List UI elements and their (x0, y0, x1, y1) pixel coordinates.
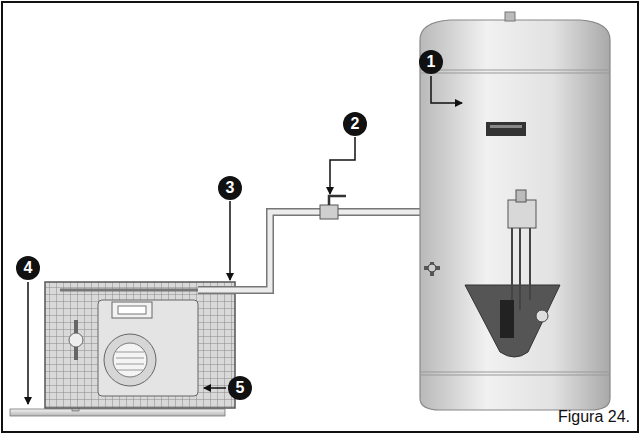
figure-caption: Figura 24. (558, 408, 630, 426)
callout-text: 5 (236, 380, 245, 396)
callout-number: 2 (343, 112, 367, 136)
callout-number: 4 (16, 256, 40, 280)
callout-text: 2 (351, 116, 360, 132)
callout-number: 3 (218, 176, 242, 200)
callout-text: 4 (24, 260, 33, 276)
callout-number: 5 (228, 376, 252, 400)
callout-text: 1 (427, 54, 436, 70)
callout-text: 3 (226, 180, 235, 196)
callout-number: 1 (419, 50, 443, 74)
